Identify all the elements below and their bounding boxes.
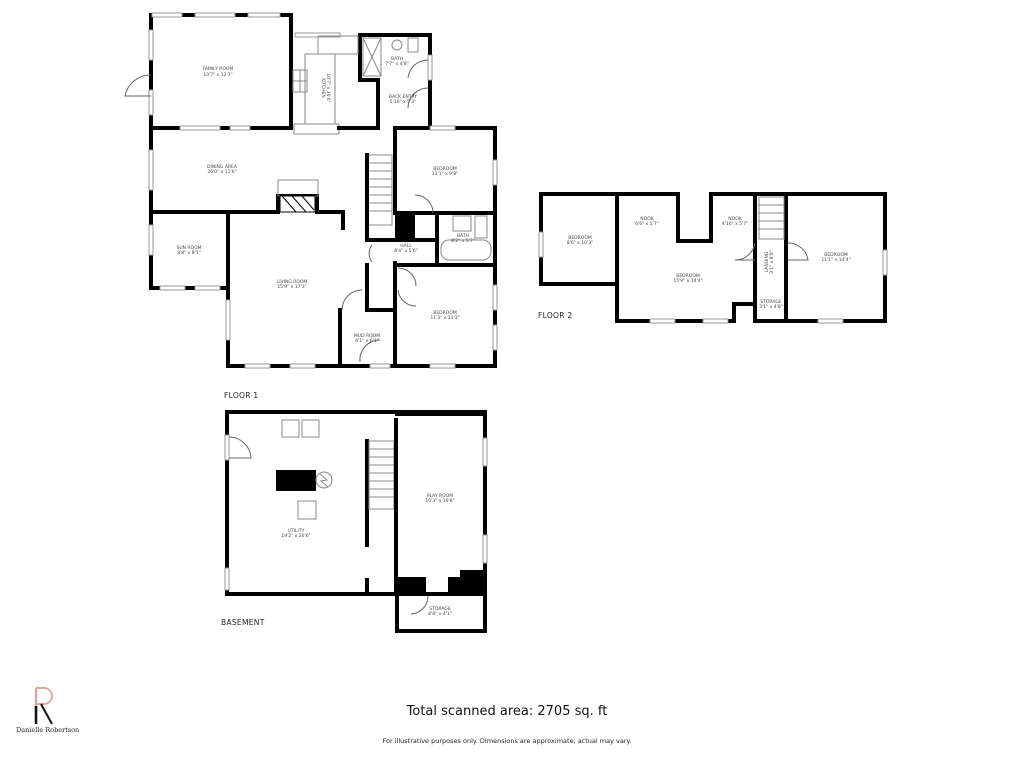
svg-text:SUN ROOM: SUN ROOM [176, 245, 201, 251]
svg-text:3'1" x 4'8": 3'1" x 4'8" [759, 304, 783, 310]
svg-text:MUD ROOM: MUD ROOM [354, 333, 380, 339]
svg-text:NOOK: NOOK [728, 216, 742, 222]
brand-logo-icon [34, 687, 53, 725]
total-area: Total scanned area: 2705 sq. ft [406, 704, 608, 719]
svg-text:STORAGE: STORAGE [429, 606, 451, 612]
svg-text:3'1" x 8'8": 3'1" x 8'8" [769, 250, 775, 274]
svg-text:NOOK: NOOK [640, 216, 654, 222]
disclaimer: For illustrative purposes only. Dimensio… [382, 737, 632, 745]
svg-text:STORAGE: STORAGE [760, 299, 782, 305]
svg-text:BATH: BATH [457, 233, 469, 239]
svg-text:UTILITY: UTILITY [288, 528, 305, 534]
svg-text:26'0" x 11'6": 26'0" x 11'6" [207, 169, 236, 175]
svg-text:KITCHEN: KITCHEN [320, 78, 326, 98]
fireplace-icon [279, 195, 316, 213]
svg-text:8'2" x 5'7": 8'2" x 5'7" [451, 238, 475, 244]
svg-text:LIVING ROOM: LIVING ROOM [277, 279, 308, 285]
svg-text:LANDING: LANDING [764, 251, 770, 272]
svg-text:7'7" x 4'8": 7'7" x 4'8" [385, 61, 409, 67]
svg-text:BACK ENTRY: BACK ENTRY [389, 94, 417, 100]
svg-text:8'8" x 8'1": 8'8" x 8'1" [177, 250, 201, 256]
svg-text:11'1" x 14'4": 11'1" x 14'4" [821, 257, 850, 263]
floor-2-label: FLOOR 2 [538, 311, 573, 320]
floor-1-room-labels: FAMILY ROOM 10'7" x 12'7" KITCHEN 10'7" … [176, 56, 474, 344]
svg-text:11'1" x 9'8": 11'1" x 9'8" [432, 171, 458, 177]
svg-text:6'1" x 6'1": 6'1" x 6'1" [355, 338, 379, 344]
svg-text:10'7" x 12'7": 10'7" x 12'7" [203, 72, 232, 78]
basement-room-labels: UTILITY 19'2" x 20'6" PLAY ROOM 10'3" x … [281, 493, 454, 617]
svg-text:HALL: HALL [400, 243, 412, 249]
svg-text:6'6" x 5'7": 6'6" x 5'7" [635, 221, 659, 227]
svg-text:8'4" x 5'6": 8'4" x 5'6" [394, 248, 418, 254]
svg-text:BEDROOM: BEDROOM [676, 273, 700, 279]
basement-plan [224, 410, 488, 633]
floor-1-label: FLOOR 1 [224, 391, 259, 400]
brand-name: Danielle Robertson [16, 726, 80, 734]
svg-text:4'10" x 5'7": 4'10" x 5'7" [722, 221, 748, 227]
svg-text:10'7" x 10'6": 10'7" x 10'6" [325, 73, 331, 102]
svg-text:BEDROOM: BEDROOM [433, 310, 457, 316]
floor-2-room-labels: BEDROOM 8'6" x 10'3" NOOK 6'6" x 5'7" NO… [567, 216, 851, 310]
floor-1-plan [124, 12, 498, 369]
svg-text:8'8" x 4'1": 8'8" x 4'1" [428, 611, 452, 617]
svg-text:PLAY ROOM: PLAY ROOM [427, 493, 453, 499]
svg-text:15'9" x 14'4": 15'9" x 14'4" [673, 278, 702, 284]
svg-text:19'2" x 20'6": 19'2" x 20'6" [281, 533, 310, 539]
svg-text:FAMILY ROOM: FAMILY ROOM [203, 66, 234, 72]
floor-2-plan [538, 192, 888, 324]
svg-text:BATH: BATH [391, 56, 403, 62]
svg-text:8'6" x 10'3": 8'6" x 10'3" [567, 240, 593, 246]
svg-text:15'9" x 17'3": 15'9" x 17'3" [277, 284, 306, 290]
basement-label: BASEMENT [221, 618, 265, 627]
svg-text:5'10" x 5'3": 5'10" x 5'3" [390, 99, 416, 105]
svg-text:10'3" x 16'8": 10'3" x 16'8" [425, 498, 454, 504]
svg-text:BEDROOM: BEDROOM [568, 235, 592, 241]
svg-text:11'3" x 11'3": 11'3" x 11'3" [430, 315, 459, 321]
svg-text:BEDROOM: BEDROOM [433, 166, 457, 172]
svg-text:BEDROOM: BEDROOM [824, 252, 848, 258]
svg-text:DINING AREA: DINING AREA [207, 164, 238, 170]
